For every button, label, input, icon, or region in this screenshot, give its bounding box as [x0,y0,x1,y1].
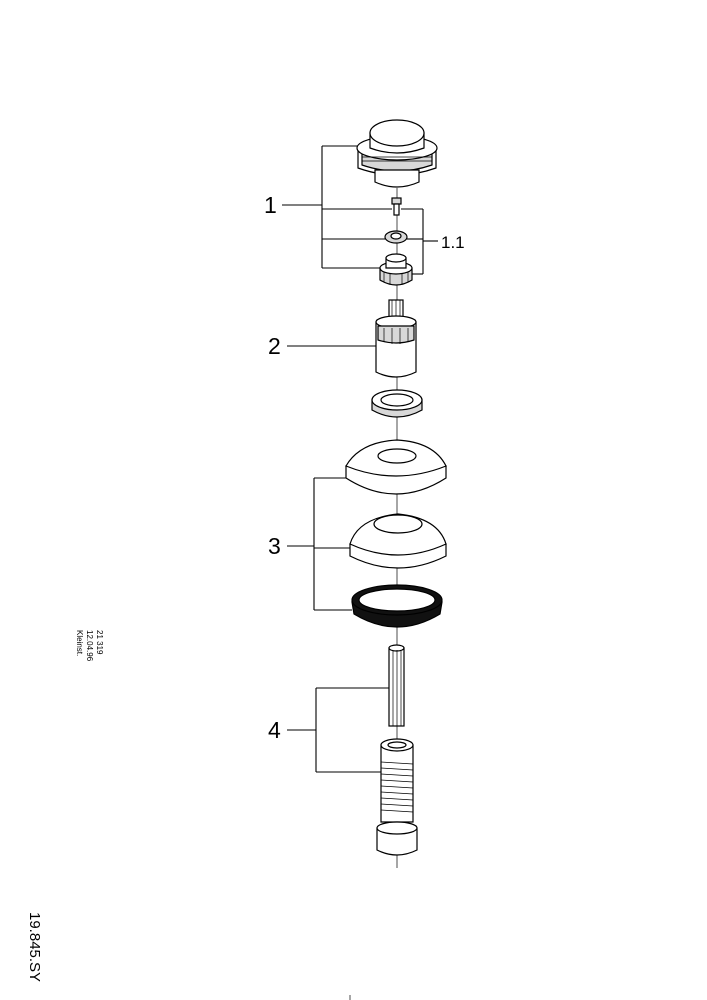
leader-lines [282,145,438,773]
part-3-rosette-bottom [349,513,447,569]
callout-4: 4 [268,717,281,743]
meta-line-2: 12.04.96 [85,630,94,662]
part-4-extension-sleeve [376,738,418,856]
drawing-number: 19.845.SY [26,912,43,982]
part-1-1-screw [391,197,402,216]
callout-2: 2 [268,333,281,359]
meta-line-3: Kleinst. [75,630,84,656]
callout-1: 1 [264,192,277,218]
part-3-sealing-ring [351,584,443,628]
part-1-1-washer [384,230,408,244]
meta-line-1: 21 319 [95,630,104,655]
part-3-rosette-top [345,439,447,495]
part-2-nut [371,389,423,418]
callout-3: 3 [268,533,281,559]
part-1-1-adapter [379,253,413,286]
part-2-cartridge [375,299,417,378]
drawing-meta: 21 319 12.04.96 Kleinst. [75,630,104,662]
callout-1-1: 1.1 [441,233,465,252]
part-4-extension-spindle [388,644,405,727]
part-1-cap [356,119,438,188]
